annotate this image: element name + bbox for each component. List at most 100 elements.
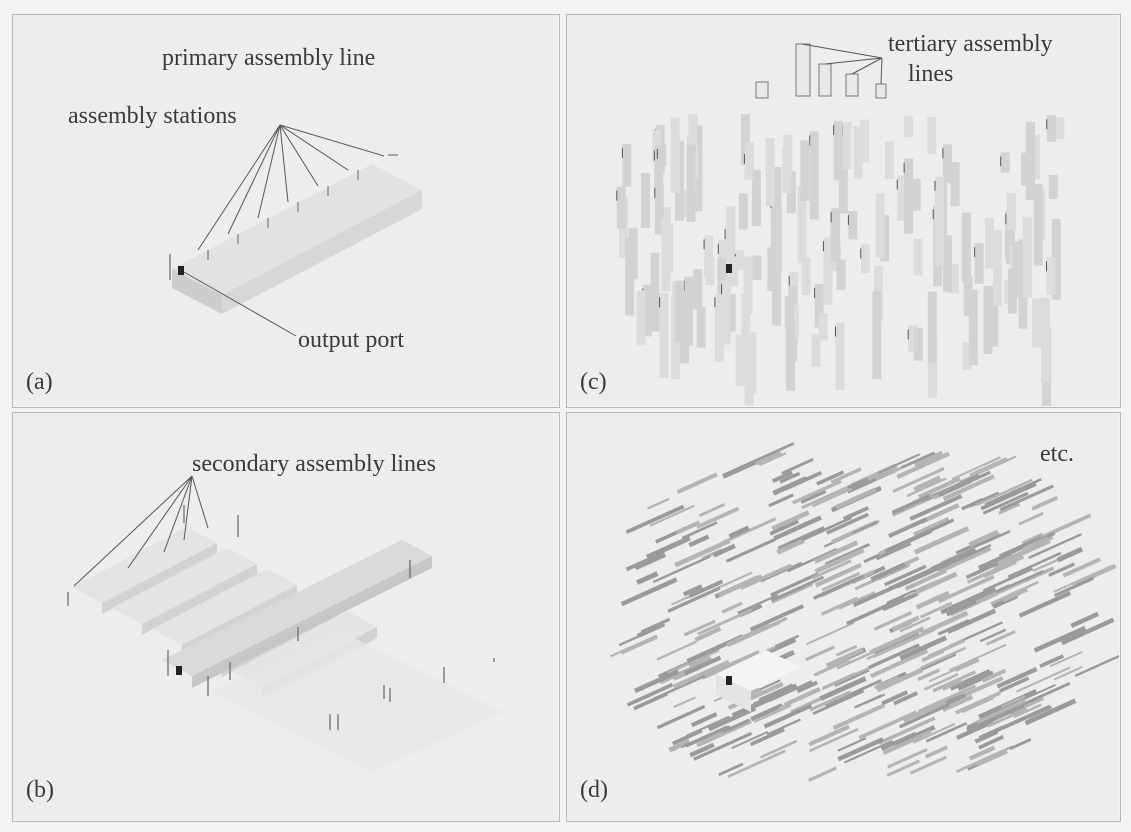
assembly-bar: [779, 471, 801, 484]
assembly-bar: [1009, 738, 1032, 751]
column-segment: [686, 144, 696, 222]
column-segment: [1000, 152, 1010, 173]
assembly-bar: [981, 668, 1007, 683]
column-segment: [927, 117, 937, 155]
assembly-bar: [816, 470, 845, 486]
column-segment: [872, 291, 882, 380]
panel-b-graphic: [67, 475, 502, 772]
assembly-bar: [1074, 654, 1119, 677]
column-segment: [1032, 298, 1042, 348]
assembly-bar: [830, 467, 862, 484]
column-segment: [740, 114, 750, 166]
panel-a-tag: (a): [26, 369, 53, 395]
assembly-bar: [942, 474, 995, 501]
assembly-bar: [806, 621, 855, 646]
assembly-bar: [832, 703, 886, 730]
assembly-bar: [968, 745, 996, 761]
assembly-bar: [1013, 703, 1042, 719]
column-segment: [814, 283, 824, 328]
assembly-bar: [842, 506, 870, 521]
column-segment: [800, 140, 810, 201]
assembly-bar: [949, 643, 1007, 672]
assembly-bar: [688, 579, 724, 599]
assembly-bar: [800, 488, 827, 504]
secondary-assembly-lines-label: secondary assembly lines: [192, 451, 436, 477]
column-segment: [616, 186, 626, 229]
assembly-bar: [836, 650, 876, 670]
column-segment: [693, 269, 703, 310]
assembly-bar: [1000, 695, 1026, 709]
assembly-bar: [917, 476, 961, 500]
column-segment: [744, 149, 754, 180]
assembly-bar: [954, 691, 1001, 715]
assembly-bar: [1014, 681, 1071, 710]
column-segment: [684, 276, 693, 346]
assembly-bar: [770, 572, 819, 597]
assembly-bar: [847, 477, 869, 491]
column-segment: [765, 138, 775, 207]
column-segment: [897, 175, 907, 221]
assembly-bar: [835, 644, 858, 657]
column-segment: [680, 337, 690, 364]
assembly-bar: [999, 484, 1054, 512]
assembly-bar: [645, 535, 691, 560]
assembly-bar: [938, 546, 992, 574]
assembly-bar: [984, 478, 1042, 506]
assembly-bar: [851, 520, 880, 535]
column-segment: [738, 193, 748, 230]
column-segment: [772, 265, 782, 326]
tertiary-lines-label: lines: [908, 61, 954, 87]
assembly-bar: [618, 628, 654, 647]
column-segment: [949, 264, 959, 294]
column-segment: [751, 169, 761, 227]
column-segment: [1033, 183, 1043, 266]
assembly-bar: [674, 538, 731, 568]
assembly-bar: [752, 683, 798, 707]
assembly-bar: [949, 669, 991, 691]
assembly-bar: [620, 577, 678, 607]
assembly-bar: [694, 626, 722, 642]
assembly-bar: [771, 510, 810, 531]
assembly-bar: [982, 491, 1029, 515]
assembly-bar: [835, 487, 877, 510]
column-segment: [741, 293, 751, 360]
assembly-station-markers: [207, 154, 398, 260]
assembly-bar: [1018, 590, 1072, 618]
column-segment: [728, 256, 738, 287]
assembly-bar: [978, 725, 1004, 739]
assembly-bar: [955, 532, 1001, 556]
assembly-bar: [811, 559, 852, 580]
column-segment: [848, 211, 858, 240]
panel-c-graphic: [616, 43, 1065, 406]
assembly-bar: [843, 739, 894, 764]
column-segment: [657, 144, 667, 166]
column-segment: [772, 206, 782, 273]
assembly-bar: [870, 648, 929, 679]
assembly-bar: [689, 742, 715, 758]
assembly-bar: [685, 715, 730, 737]
column-segment: [721, 280, 731, 345]
central-block: [716, 650, 801, 712]
assembly-bar: [807, 766, 837, 782]
column-segment: [1055, 117, 1065, 139]
assembly-bar: [888, 517, 928, 538]
assembly-bar: [920, 503, 960, 524]
assembly-bar: [681, 521, 718, 540]
output-port-icon: [178, 266, 184, 275]
assembly-bar: [973, 710, 1010, 730]
quaternary-assembly-field: [609, 442, 1119, 782]
assembly-bar: [1040, 513, 1092, 540]
column-segment: [641, 173, 650, 228]
column-segment: [744, 332, 754, 406]
assembly-bar: [876, 667, 924, 693]
assembly-bar: [634, 552, 667, 571]
column-segment: [790, 305, 799, 338]
assembly-bar: [920, 610, 969, 636]
assembly-bar: [994, 704, 1052, 733]
assembly-bar: [812, 689, 865, 715]
assembly-bar: [787, 547, 838, 573]
assembly-bar: [688, 653, 711, 668]
assembly-bar: [877, 453, 921, 474]
assembly-bar: [898, 703, 950, 729]
assembly-bar: [609, 646, 630, 658]
